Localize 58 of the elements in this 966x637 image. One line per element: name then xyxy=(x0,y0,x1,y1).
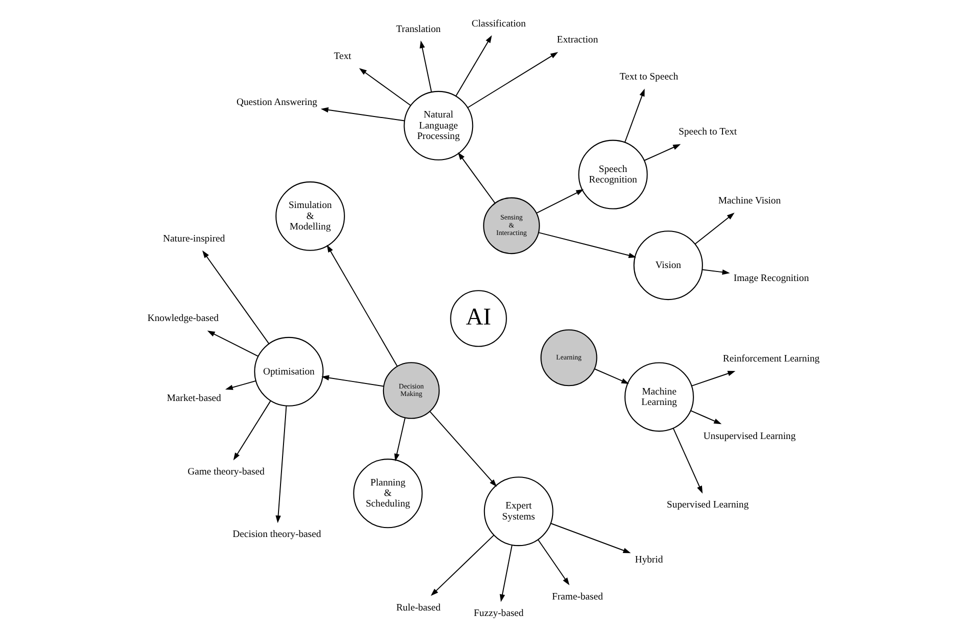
node-circle: Machine Learning xyxy=(624,362,694,432)
node-text: Image Recognition xyxy=(733,272,808,284)
arrow xyxy=(537,539,569,586)
arrow xyxy=(690,370,735,386)
arrow xyxy=(275,405,286,524)
node-text: Machine Vision xyxy=(718,195,780,206)
node-text: Decision theory-based xyxy=(232,529,321,540)
arrow xyxy=(326,244,398,367)
node-circle: Planning & Scheduling xyxy=(352,458,422,528)
arrow xyxy=(643,144,680,161)
node-circle: Simulation & Modelling xyxy=(274,181,344,251)
arrow xyxy=(429,411,496,487)
node-text: Question Answering xyxy=(236,97,317,108)
arrow xyxy=(320,107,404,122)
arrow xyxy=(430,534,494,596)
node-text: Fuzzy-based xyxy=(473,608,524,619)
arrow xyxy=(538,232,636,258)
arrow xyxy=(701,269,730,275)
node-text: Frame-based xyxy=(552,592,602,603)
arrow xyxy=(466,52,558,108)
node-text: Knowledge-based xyxy=(146,313,218,324)
node-text: Supervised Learning xyxy=(666,500,748,511)
node-circle: Speech Recognition xyxy=(578,140,648,210)
arrow xyxy=(454,35,492,97)
node-circle: AI xyxy=(450,290,506,347)
node-circle: Vision xyxy=(632,230,702,300)
arrow xyxy=(232,400,271,460)
arrow xyxy=(624,88,644,143)
node-text: Nature-inspired xyxy=(162,233,224,244)
node-text: Reinforcement Learning xyxy=(722,353,820,364)
node-text: Speech to Text xyxy=(678,126,736,138)
node-text: Translation xyxy=(396,24,440,35)
arrow xyxy=(594,368,629,384)
arrow xyxy=(358,68,411,106)
arrow xyxy=(206,330,258,357)
arrow xyxy=(224,380,256,390)
node-text: Classification xyxy=(471,18,526,30)
arrow xyxy=(550,522,630,554)
node-circle: Expert Systems xyxy=(483,476,553,546)
node-text: Extraction xyxy=(556,34,598,46)
arrow xyxy=(690,410,722,424)
node-text: Text xyxy=(333,50,351,62)
node-circle: Optimisation xyxy=(254,336,324,406)
arrow xyxy=(202,250,269,344)
arrow xyxy=(499,544,512,602)
node-text: Market-based xyxy=(166,392,221,404)
arrow xyxy=(672,428,702,494)
node-text: Hybrid xyxy=(634,554,662,566)
arrow xyxy=(419,40,432,92)
arrow xyxy=(320,375,384,387)
node-text: Game theory-based xyxy=(187,466,264,478)
node-text: Text to Speech xyxy=(619,72,678,83)
arrow xyxy=(694,212,734,245)
node-text: Rule-based xyxy=(396,602,440,614)
arrow xyxy=(457,152,495,204)
arrow xyxy=(536,189,584,214)
arrow xyxy=(394,417,406,462)
node-text: Unsupervised Learning xyxy=(702,430,796,442)
